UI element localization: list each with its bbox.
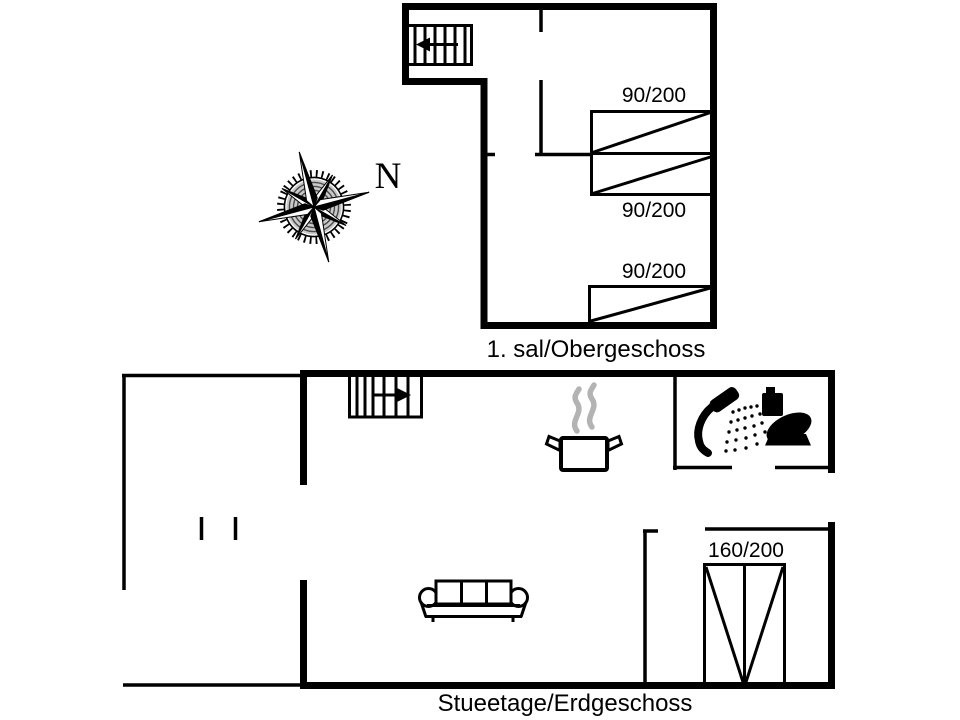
compass-north-label: N	[374, 156, 402, 197]
spray-dots	[724, 404, 767, 453]
double-bed-icon	[703, 563, 786, 685]
bed-size-label: 160/200	[708, 539, 784, 562]
ground-staircase-icon	[348, 377, 423, 419]
steam-icon	[586, 382, 597, 430]
single-bed-icon-3	[588, 285, 713, 323]
upper-floor-outer-walls	[402, 3, 717, 329]
stove-pot-icon	[544, 382, 624, 472]
ground-floor-outer-walls	[122, 370, 835, 689]
bathroom-walls	[673, 377, 832, 470]
shower-icon	[694, 387, 767, 457]
upper-floor-plan	[402, 3, 717, 329]
bedroom-walls	[643, 527, 832, 687]
upper-floor-interior-walls	[486, 9, 592, 157]
single-bed-icon-2	[590, 155, 713, 196]
arrow-right-icon	[397, 388, 411, 402]
single-bed-icon-1	[590, 110, 713, 155]
bed-size-label: 90/200	[621, 84, 687, 107]
ground-floor-name: Stueetage/Erdgeschoss	[437, 690, 693, 717]
compass-rose-icon	[258, 151, 370, 263]
arrow-left-icon	[416, 37, 430, 52]
ground-floor-plan	[122, 370, 835, 689]
upper-floor-name: 1. sal/Obergeschoss	[486, 336, 706, 363]
toilet-icon	[762, 387, 812, 446]
sofa-icon	[418, 579, 529, 622]
upper-staircase-icon	[408, 24, 473, 66]
bed-size-label: 90/200	[621, 199, 687, 222]
bed-size-label: 90/200	[621, 260, 687, 283]
steam-icon	[571, 386, 582, 434]
terrace-door-marks	[199, 517, 238, 540]
